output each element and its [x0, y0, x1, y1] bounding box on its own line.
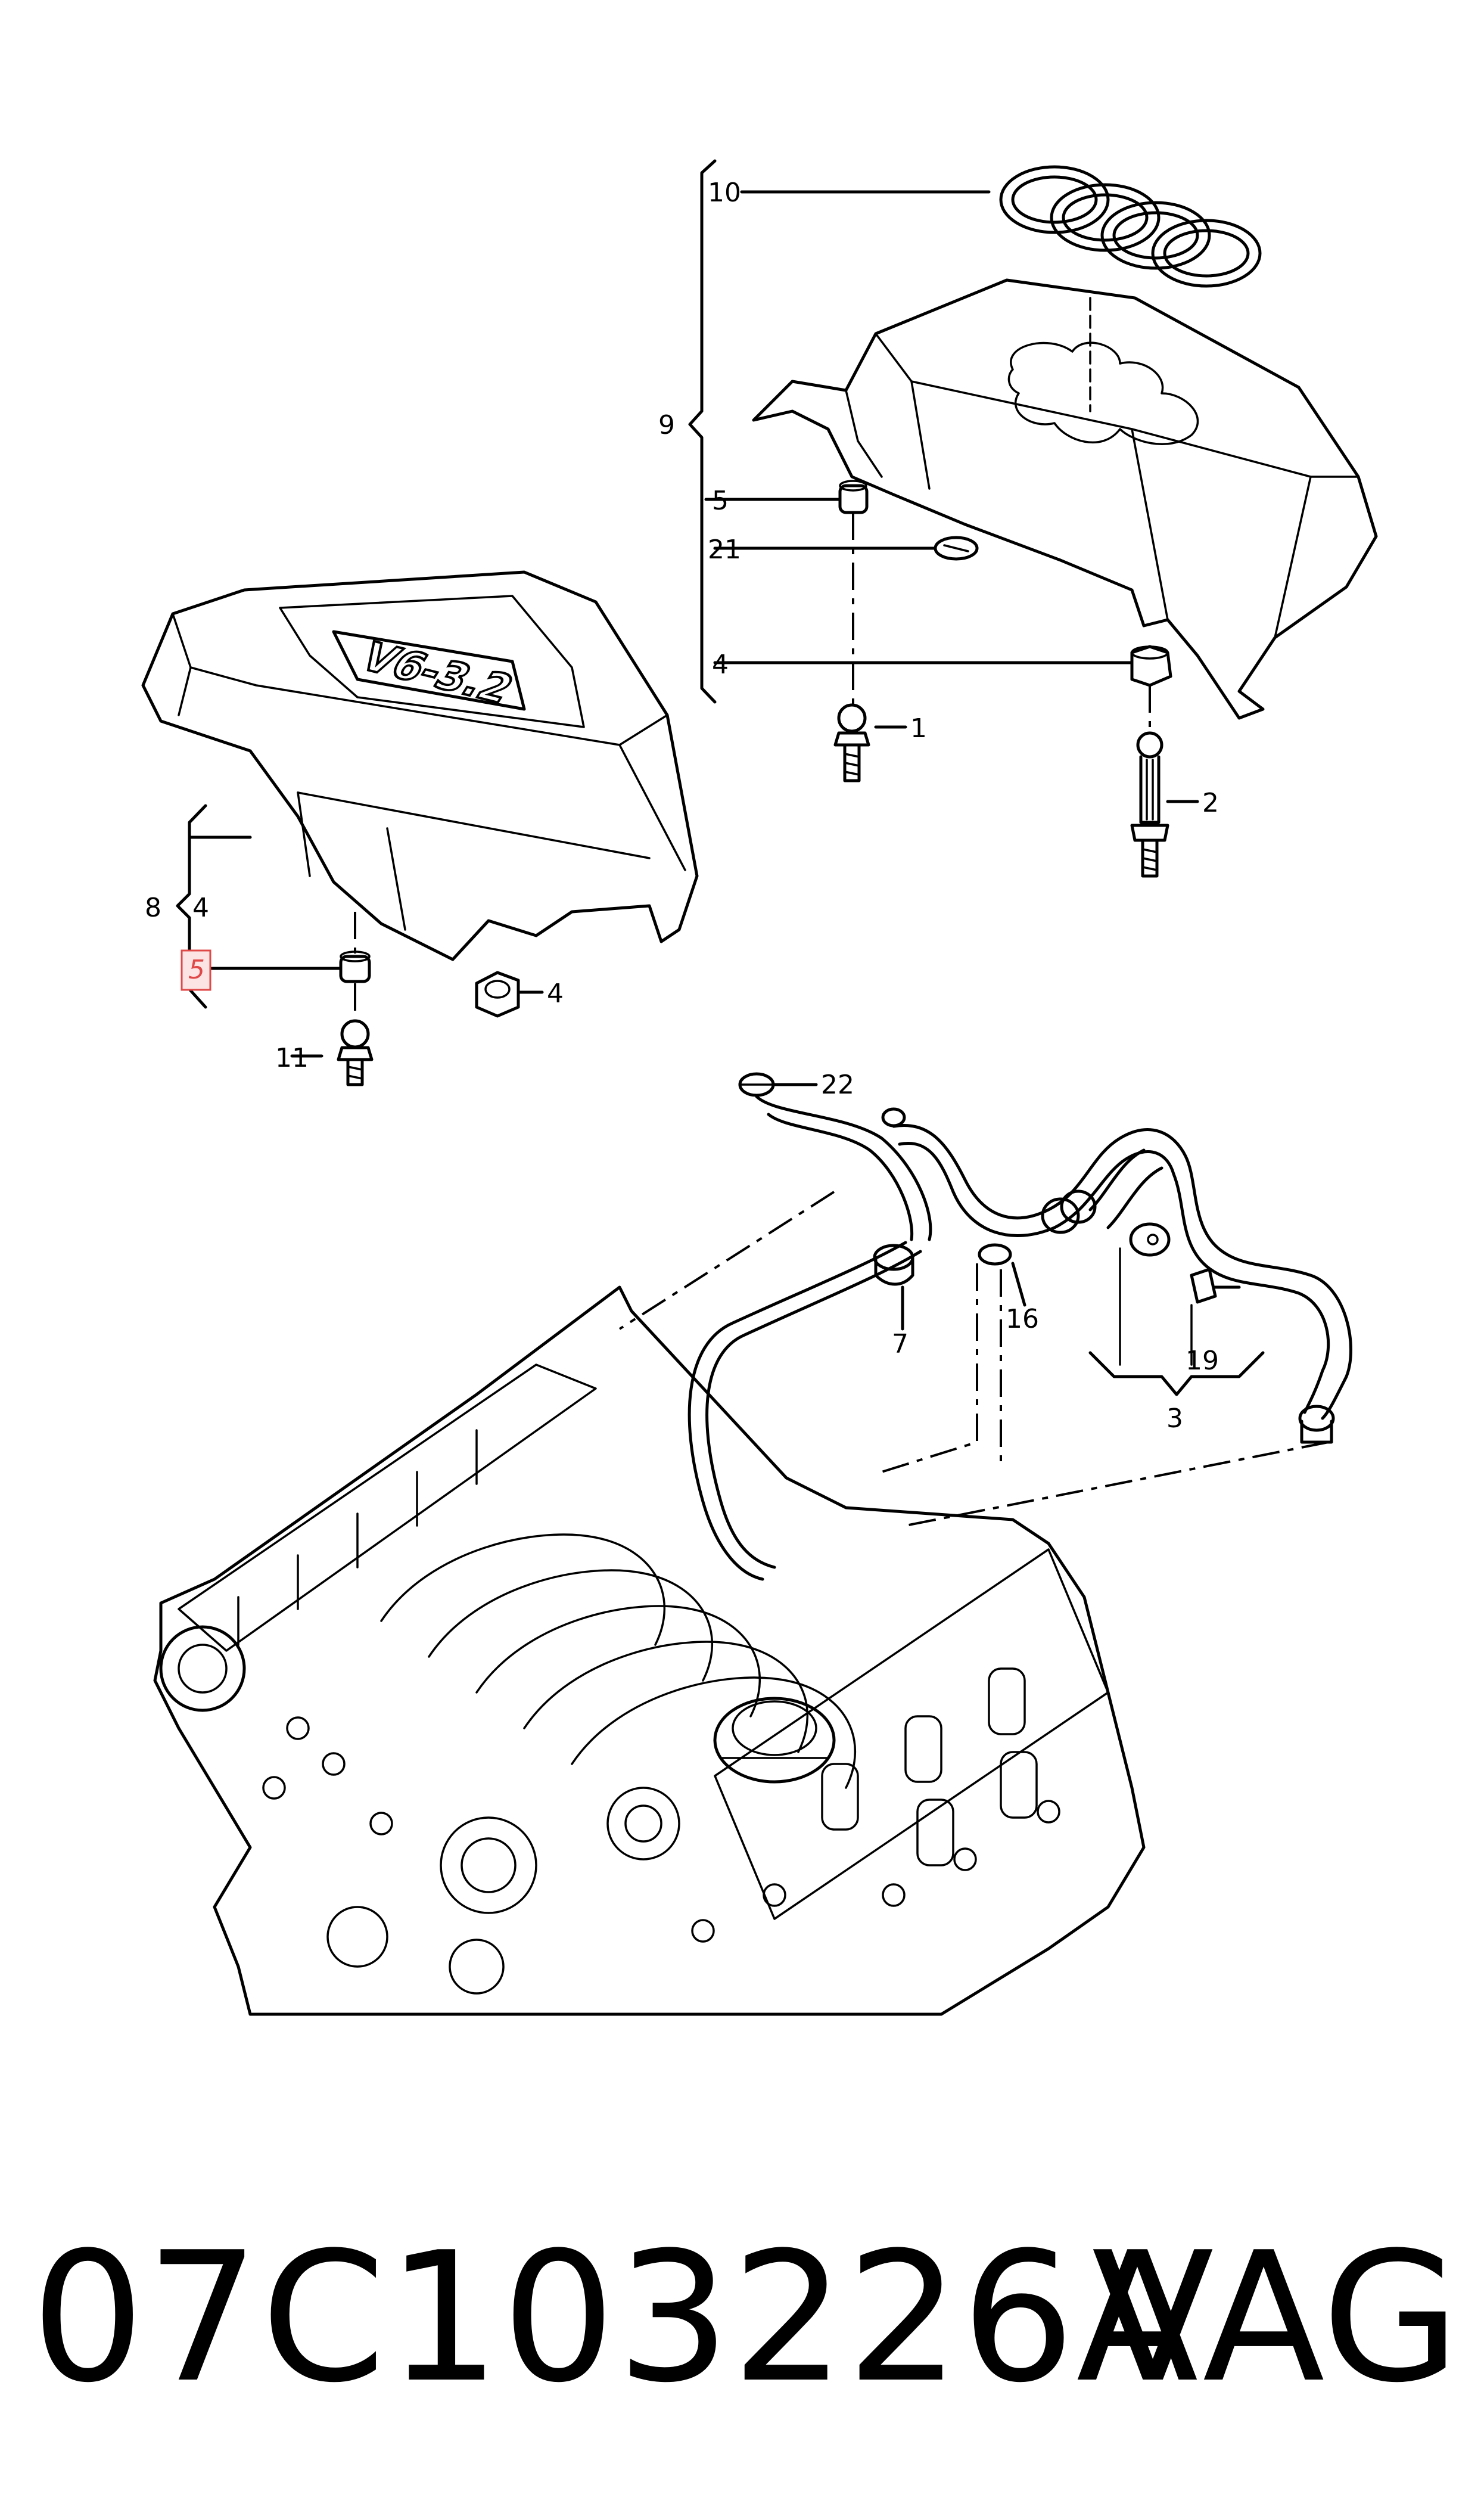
- callout-19: 19: [1186, 1346, 1219, 1376]
- grommet-left: [339, 951, 371, 983]
- callout-10: 10: [708, 178, 741, 208]
- v6-cover-assembly: V6-3.2: [141, 570, 699, 1086]
- clip-19: [1190, 1268, 1217, 1304]
- ball-stud-11: [337, 1019, 374, 1086]
- callout-8: 8: [145, 893, 161, 923]
- callout-4-left: 4: [192, 893, 209, 923]
- part-number: 07C103226A: [31, 2214, 1200, 2422]
- footer: 07C103226A VAG: [0, 2205, 1484, 2431]
- hose-connector-2: [1129, 1222, 1171, 1257]
- callout-9: 9: [658, 410, 675, 440]
- highlight-box: [181, 949, 211, 991]
- connector-7: [873, 1244, 914, 1286]
- callout-2: 2: [1202, 788, 1219, 818]
- callout-5-upper: 5: [712, 486, 729, 516]
- callout-3: 3: [1166, 1403, 1183, 1434]
- callout-21: 21: [708, 535, 741, 565]
- callout-5-highlighted: 5: [188, 955, 205, 985]
- engine-cover-v6: V6-3.2: [141, 570, 699, 961]
- oil-filler-cap: [713, 1697, 836, 1784]
- callout-16: 16: [1006, 1304, 1039, 1334]
- clamp-22: [738, 1072, 775, 1097]
- callout-4-upper: 4: [712, 650, 729, 680]
- seal-16: [978, 1243, 1012, 1266]
- callout-labels: 10 9 5 21 4 1 2 8 4 5 4 11 22 7 16 19 3: [145, 178, 1219, 1434]
- callout-11: 11: [275, 1043, 309, 1073]
- callout-22: 22: [821, 1070, 854, 1100]
- grommet-upper: [838, 480, 869, 514]
- grommet-upper-right: [1130, 645, 1172, 687]
- audi-rings-emblem: [999, 165, 1262, 288]
- clip-21: [934, 536, 979, 561]
- callout-1: 1: [910, 713, 927, 744]
- upper-cover-assembly: [688, 159, 1378, 878]
- engine-block: [153, 1285, 1146, 2016]
- brand-name: VAG: [1091, 2214, 1460, 2422]
- callout-7: 7: [892, 1329, 909, 1359]
- callout-4-left-grommet: 4: [547, 979, 564, 1009]
- hoses-and-engine: [153, 1072, 1352, 2016]
- hose-elbow-top: [881, 1107, 906, 1128]
- engine-cover-right: [752, 278, 1378, 720]
- hose-connector-1: [1041, 1189, 1097, 1234]
- bolt-2: [1130, 731, 1169, 878]
- grommet-left-4: [475, 971, 520, 1018]
- ball-stud-1: [833, 703, 870, 782]
- hose-connector-3: [1298, 1405, 1335, 1444]
